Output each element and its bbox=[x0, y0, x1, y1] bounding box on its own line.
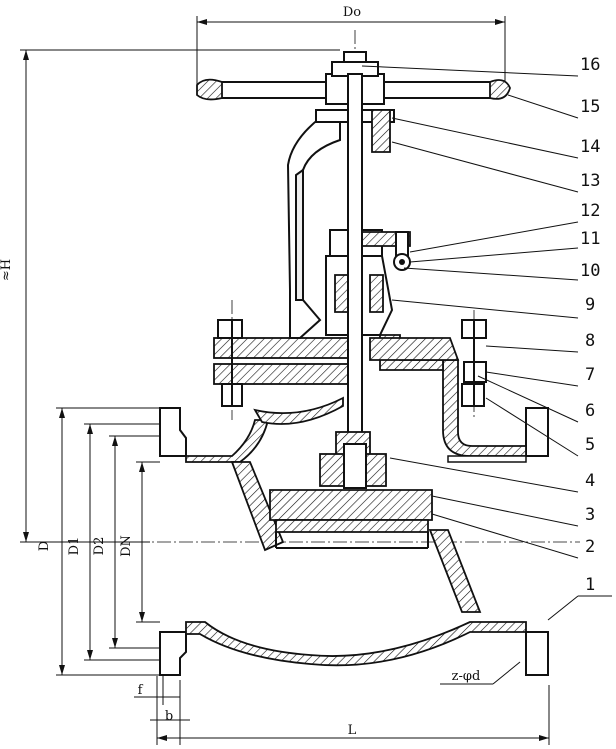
label-raised-face-height: f bbox=[138, 683, 144, 698]
leader-lines bbox=[361, 65, 612, 621]
part-number-16: 16 bbox=[580, 55, 600, 75]
part-number-2: 2 bbox=[585, 537, 595, 557]
label-flange-thickness: b bbox=[165, 709, 173, 724]
disc bbox=[269, 489, 433, 549]
part-number-5: 5 bbox=[585, 435, 595, 455]
valve-body bbox=[159, 334, 549, 676]
part-number-1: 1 bbox=[585, 575, 595, 595]
label-bolt-circle: D1 bbox=[67, 537, 82, 556]
label-length: L bbox=[348, 723, 357, 738]
part-number-8: 8 bbox=[585, 331, 595, 351]
part-number-7: 7 bbox=[585, 365, 595, 385]
label-raised-face: D2 bbox=[92, 537, 107, 556]
part-number-4: 4 bbox=[585, 471, 595, 491]
dimension-lines bbox=[20, 16, 550, 745]
part-number-13: 13 bbox=[580, 171, 600, 191]
label-nominal-dia: DN bbox=[119, 535, 134, 557]
part-number-10: 10 bbox=[580, 261, 600, 281]
part-number-3: 3 bbox=[585, 505, 595, 525]
part-number-12: 12 bbox=[580, 201, 600, 221]
label-handwheel-dia: Do bbox=[343, 5, 361, 20]
bonnet-flange bbox=[213, 319, 487, 407]
part-number-14: 14 bbox=[580, 137, 600, 157]
label-bolt-holes: z-φd bbox=[452, 669, 481, 684]
stem bbox=[319, 73, 387, 489]
label-height: ≈H bbox=[0, 259, 14, 281]
label-flange-od: D bbox=[37, 541, 52, 551]
part-number-6: 6 bbox=[585, 401, 595, 421]
part-number-9: 9 bbox=[585, 295, 595, 315]
part-number-15: 15 bbox=[580, 97, 600, 117]
part-number-11: 11 bbox=[580, 229, 600, 249]
